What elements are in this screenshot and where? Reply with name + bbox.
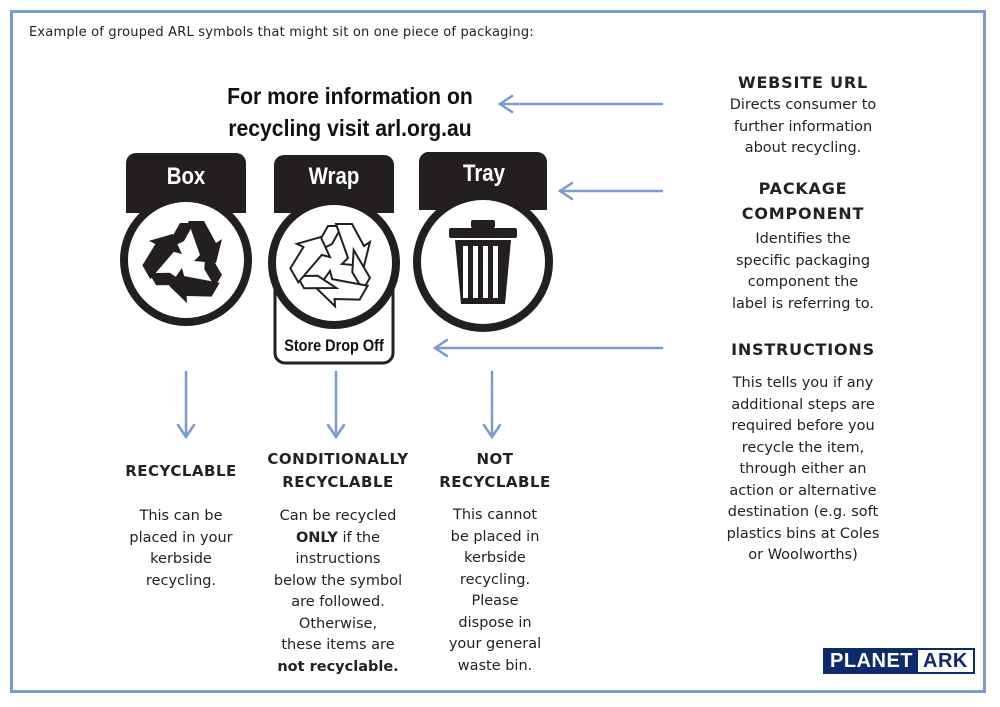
not-recyclable-desc-line: waste bin. [457,657,533,674]
conditional-title: CONDITIONALLY RECYCLABLE [255,448,421,494]
logo-ark: ARK [918,650,973,672]
conditional-desc-line: are followed. [291,594,385,610]
not-recyclable-emphasis: not recyclable. [277,658,399,675]
wrap-symbol: Wrap Store Drop Off [266,153,402,367]
recyclable-title: RECYCLABLE [125,462,237,480]
component-desc-line: Identifies the [755,231,851,247]
planet-ark-logo: PLANET ARK [823,648,975,674]
recycle-solid-icon [142,221,222,304]
instructions-desc-line: This tells you if any [732,375,874,391]
website-url-desc: Directs consumer to further information … [703,95,903,160]
store-drop-off-label: Store Drop Off [284,336,384,355]
headline-line-1: For more information on [227,83,473,109]
intro-text: Example of grouped ARL symbols that migh… [29,25,534,40]
logo-planet: PLANET [825,650,918,672]
box-symbol-shape [120,153,252,326]
recyclable-desc: This can be placed in your kerbside recy… [108,506,254,592]
conditional-desc: Can be recycled ONLY if the instructions… [255,506,421,678]
instructions-desc-line: action or alternative [729,482,877,499]
headline-line-2: recycling visit arl.org.au [228,115,472,141]
recyclable-desc-line: recycling. [145,572,217,589]
conditional-desc-line: these items are [281,637,395,653]
not-recyclable-desc: This cannot be placed in kerbside recycl… [425,505,565,677]
not-recyclable-title: NOT RECYCLABLE [425,448,565,494]
recyclable-desc-line: This can be [139,508,223,524]
component-title-line: PACKAGE [758,179,848,198]
conditional-desc-line: below the symbol [273,572,403,589]
component-desc-line: specific packaging [735,252,871,269]
tray-symbol: Tray [413,151,555,336]
conditional-title-line: CONDITIONALLY [267,450,409,468]
recyclable-desc-line: placed in your [129,529,233,546]
conditional-desc-line: ONLY if the [255,528,421,550]
arrow-down-conditional [326,370,346,440]
conditional-desc-line: instructions [295,551,381,567]
recyclable-desc-line: kerbside [150,551,212,567]
instructions-desc-line: recycle the item, [741,439,865,456]
tray-symbol-shape [413,151,553,332]
only-emphasis: ONLY [295,529,338,546]
website-headline: For more information on recycling visit … [212,80,488,144]
package-component-desc: Identifies the specific packaging compon… [703,229,903,315]
not-recyclable-title-line: NOT [476,450,514,468]
arrow-down-not-recyclable [482,370,502,440]
page-frame [10,10,986,693]
website-desc-line: Directs consumer to [729,97,877,113]
component-title-line: COMPONENT [741,204,865,223]
wrap-symbol-shape [268,155,400,365]
not-recyclable-title-line: RECYCLABLE [439,473,551,491]
website-desc-line: about recycling. [744,140,862,156]
recycle-outline-icon [289,223,372,309]
wrap-label: Wrap [308,163,360,190]
package-component-title: PACKAGE COMPONENT [703,176,903,226]
instructions-title: INSTRUCTIONS [731,340,875,359]
instructions-desc-line: required before you [731,418,875,434]
not-recyclable-desc-line: be placed in [450,528,540,545]
arrow-down-recyclable [176,370,196,440]
tray-label: Tray [463,160,505,187]
not-recyclable-desc-line: dispose in [458,614,532,631]
conditional-title-line: RECYCLABLE [282,473,394,491]
box-label: Box [166,163,206,190]
arrow-to-website [497,94,664,114]
instructions-desc-line: destination (e.g. soft [727,504,879,520]
not-recyclable-desc-line: Please [471,593,519,609]
conditional-desc-line: not recyclable. [255,657,421,679]
instructions-desc-line: additional steps are [731,396,875,413]
instructions-desc: This tells you if any additional steps a… [703,373,903,567]
instructions-desc-line: plastics bins at Coles [726,525,880,542]
website-url-title: WEBSITE URL [738,73,868,92]
website-desc-line: further information [733,118,873,135]
trash-bin-icon [449,220,517,304]
instructions-desc-line: through either an [739,461,867,477]
conditional-desc-line: Otherwise, [298,615,378,632]
not-recyclable-desc-line: This cannot [452,507,538,523]
component-desc-line: component the [747,274,859,290]
not-recyclable-desc-line: recycling. [459,571,531,588]
not-recyclable-desc-line: kerbside [464,550,526,566]
component-desc-line: label is referring to. [731,295,875,312]
conditional-desc-line: Can be recycled [279,508,397,524]
arrow-to-instructions [432,338,664,358]
box-symbol: Box [118,153,254,333]
arrow-to-component [557,181,664,201]
instructions-desc-line: or Woolworths) [748,547,858,563]
not-recyclable-desc-line: your general [448,636,542,652]
conditional-desc-fragment: if the [337,529,381,546]
